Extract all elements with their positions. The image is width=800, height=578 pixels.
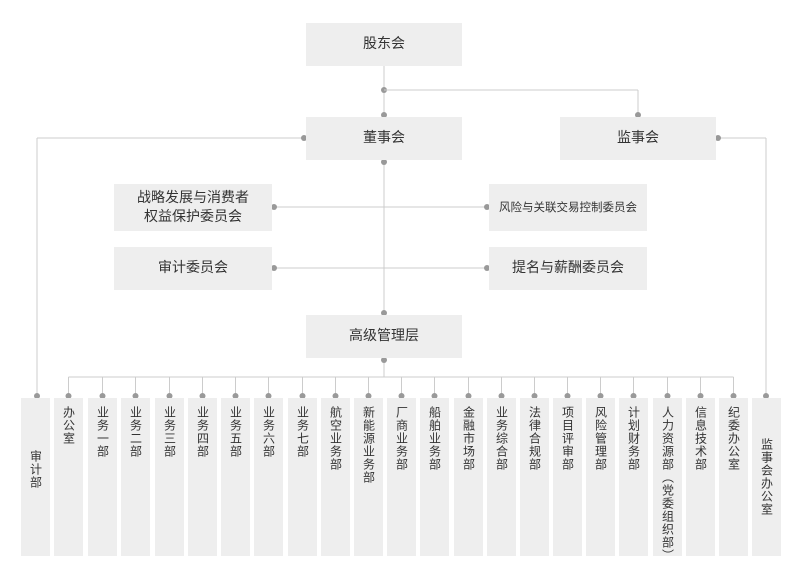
department-box[interactable]: 业务六部 bbox=[254, 398, 283, 556]
department-label: 计划财务部 bbox=[626, 406, 641, 471]
shareholders-box[interactable]: 股东会 bbox=[306, 23, 462, 66]
connector-dot bbox=[465, 393, 472, 399]
department-label: 业务七部 bbox=[295, 406, 310, 458]
department-label: 业务六部 bbox=[261, 406, 276, 458]
department-box[interactable]: 业务二部 bbox=[121, 398, 150, 556]
department-label: 人力资源部（党委组织部） bbox=[660, 406, 675, 562]
department-label: 业务三部 bbox=[162, 406, 177, 458]
connector-dot bbox=[132, 393, 139, 399]
department-label: 业务一部 bbox=[95, 406, 110, 458]
connector-dot bbox=[730, 393, 737, 399]
connector-dot bbox=[597, 393, 604, 399]
department-box[interactable]: 办公室 bbox=[54, 398, 83, 556]
department-label: 新能源业务部 bbox=[361, 406, 376, 484]
department-label: 金融市场部 bbox=[461, 406, 476, 471]
connector-dot bbox=[365, 393, 372, 399]
connector-dot bbox=[635, 112, 641, 118]
department-box[interactable]: 船舶业务部 bbox=[420, 398, 449, 556]
department-label: 审计部 bbox=[28, 450, 43, 489]
connector-dot bbox=[65, 393, 72, 399]
connector-dot bbox=[531, 393, 538, 399]
nomination-committee-box[interactable]: 提名与薪酬委员会 bbox=[489, 247, 647, 290]
management-box[interactable]: 高级管理层 bbox=[306, 315, 462, 358]
department-label: 纪委办公室 bbox=[726, 406, 741, 471]
department-box[interactable]: 信息技术部 bbox=[686, 398, 715, 556]
connector-dot bbox=[265, 393, 272, 399]
connector-dot bbox=[271, 204, 277, 210]
strategy-committee-box[interactable]: 战略发展与消费者 权益保护委员会 bbox=[114, 184, 272, 231]
department-box[interactable]: 纪委办公室 bbox=[719, 398, 748, 556]
connector-dot bbox=[630, 393, 637, 399]
connector-dot bbox=[381, 159, 387, 165]
connector-dot bbox=[564, 393, 571, 399]
connector-dot bbox=[34, 393, 40, 399]
connector-dot bbox=[299, 393, 306, 399]
board-box[interactable]: 董事会 bbox=[306, 117, 462, 160]
department-box[interactable]: 厂商业务部 bbox=[387, 398, 416, 556]
department-label: 船舶业务部 bbox=[427, 406, 442, 471]
connector-dot bbox=[431, 393, 438, 399]
department-label: 航空业务部 bbox=[328, 406, 343, 471]
department-label: 厂商业务部 bbox=[394, 406, 409, 471]
department-box[interactable]: 风险管理部 bbox=[586, 398, 615, 556]
connector-dot bbox=[232, 393, 239, 399]
connector-dot bbox=[715, 135, 721, 141]
connector-dot bbox=[332, 393, 339, 399]
department-box[interactable]: 业务七部 bbox=[288, 398, 317, 556]
shareholders-label: 股东会 bbox=[363, 36, 405, 52]
department-box[interactable]: 项目评审部 bbox=[553, 398, 582, 556]
management-label: 高级管理层 bbox=[349, 328, 419, 344]
department-box[interactable]: 业务三部 bbox=[155, 398, 184, 556]
connector-dot bbox=[271, 265, 277, 271]
department-label: 业务五部 bbox=[228, 406, 243, 458]
connector-dot bbox=[381, 357, 387, 363]
strategy-committee-label-1: 战略发展与消费者 bbox=[137, 189, 249, 206]
connector-dot bbox=[398, 393, 405, 399]
department-box[interactable]: 新能源业务部 bbox=[354, 398, 383, 556]
audit-committee-label: 审计委员会 bbox=[158, 260, 228, 276]
connector-dot bbox=[99, 393, 106, 399]
department-label: 项目评审部 bbox=[560, 406, 575, 471]
department-box[interactable]: 金融市场部 bbox=[454, 398, 483, 556]
department-box[interactable]: 业务五部 bbox=[221, 398, 250, 556]
department-box[interactable]: 监事会办公室 bbox=[752, 398, 781, 556]
connector-dot bbox=[763, 393, 769, 399]
department-label: 风险管理部 bbox=[593, 406, 608, 471]
connector-dot bbox=[301, 135, 307, 141]
connector-dot bbox=[381, 112, 387, 118]
connector-dot bbox=[199, 393, 206, 399]
connector-dot bbox=[697, 393, 704, 399]
connector-dot bbox=[166, 393, 173, 399]
department-box[interactable]: 计划财务部 bbox=[619, 398, 648, 556]
department-box[interactable]: 审计部 bbox=[21, 398, 50, 556]
department-box[interactable]: 法律合规部 bbox=[520, 398, 549, 556]
connector-dot bbox=[498, 393, 505, 399]
risk-committee-box[interactable]: 风险与关联交易控制委员会 bbox=[489, 184, 647, 231]
board-label: 董事会 bbox=[363, 130, 405, 146]
department-label: 监事会办公室 bbox=[759, 438, 774, 516]
connector-dot bbox=[484, 204, 490, 210]
department-label: 法律合规部 bbox=[527, 406, 542, 471]
department-box[interactable]: 业务四部 bbox=[188, 398, 217, 556]
department-label: 办公室 bbox=[61, 406, 76, 445]
department-box[interactable]: 人力资源部（党委组织部） bbox=[653, 398, 682, 562]
department-box[interactable]: 业务综合部 bbox=[487, 398, 516, 556]
department-box[interactable]: 业务一部 bbox=[88, 398, 117, 556]
connector-dot bbox=[664, 393, 671, 399]
supervisors-box[interactable]: 监事会 bbox=[560, 117, 716, 160]
connector-dot bbox=[484, 265, 490, 271]
department-label: 业务综合部 bbox=[494, 406, 509, 471]
department-label: 信息技术部 bbox=[693, 406, 708, 471]
supervisors-label: 监事会 bbox=[617, 130, 659, 146]
strategy-committee-label-2: 权益保护委员会 bbox=[144, 208, 242, 225]
department-box[interactable]: 航空业务部 bbox=[321, 398, 350, 556]
connector-dot bbox=[381, 310, 387, 316]
department-label: 业务四部 bbox=[195, 406, 210, 458]
risk-committee-label: 风险与关联交易控制委员会 bbox=[499, 200, 637, 214]
department-label: 业务二部 bbox=[128, 406, 143, 458]
nomination-committee-label: 提名与薪酬委员会 bbox=[512, 260, 624, 276]
audit-committee-box[interactable]: 审计委员会 bbox=[114, 247, 272, 290]
